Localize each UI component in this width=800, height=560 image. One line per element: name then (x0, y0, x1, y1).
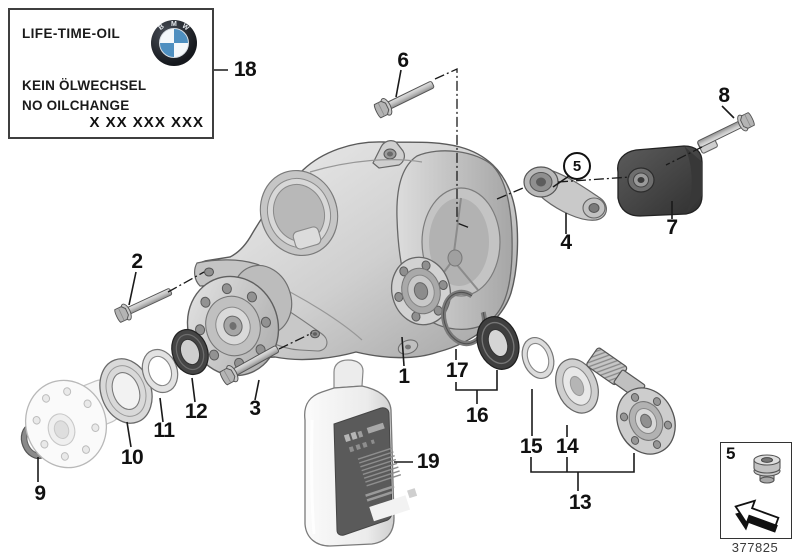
part-oil-bottle-19 (304, 359, 418, 547)
callout-6[interactable]: 6 (397, 49, 409, 72)
label-part-code: X XX XXX XXX (89, 114, 204, 131)
callout-9[interactable]: 9 (34, 482, 46, 505)
install-direction-arrow-icon (734, 499, 780, 533)
callout-17[interactable]: 17 (445, 359, 469, 382)
label-line-english: NO OILCHANGE (22, 98, 130, 113)
inset-info-box: 5 (720, 442, 792, 539)
part-ring-15 (521, 337, 555, 379)
callout-18[interactable]: 18 (233, 58, 257, 81)
part-shim-ring-11 (141, 348, 179, 394)
part-rubber-mount-7 (617, 145, 703, 217)
callout-12[interactable]: 12 (184, 400, 208, 423)
part-bolt-8 (694, 110, 757, 154)
part-bracket-4 (523, 166, 607, 221)
part-shaft-seal-16 (476, 316, 520, 370)
part-differential-housing (186, 140, 519, 377)
callout-4[interactable]: 4 (560, 231, 572, 254)
callout-7[interactable]: 7 (666, 216, 678, 239)
callout-3[interactable]: 3 (249, 397, 261, 420)
roundel-quarters (159, 28, 189, 58)
callout-2[interactable]: 2 (131, 250, 143, 273)
reference-drive-flange (24, 379, 121, 469)
axis-lines (167, 67, 703, 350)
label-line-german: KEIN ÖLWECHSEL (22, 78, 147, 93)
inset-callout-5[interactable]: 5 (726, 444, 736, 463)
logo-letter: M (171, 21, 177, 28)
callout-1[interactable]: 1 (398, 365, 410, 388)
drain-plug-icon (753, 454, 781, 484)
callout-5-circled[interactable]: 5 (563, 152, 591, 180)
oil-spec-label: LIFE-TIME-OIL KEIN ÖLWECHSEL NO OILCHANG… (8, 8, 214, 139)
callout-10[interactable]: 10 (120, 446, 144, 469)
part-bolt-6 (372, 75, 438, 121)
callout-11[interactable]: 11 (153, 419, 175, 442)
part-dust-shield-10 (99, 358, 153, 424)
part-output-flange-13 (586, 347, 676, 455)
leader-lines (37, 69, 735, 491)
label-title: LIFE-TIME-OIL (22, 26, 121, 41)
part-shaft-seal-12 (171, 328, 209, 376)
part-bolt-2 (112, 283, 175, 325)
callout-16[interactable]: 16 (465, 404, 489, 427)
part-dished-washer-14 (555, 358, 599, 414)
callout-19[interactable]: 19 (416, 450, 440, 473)
drawing-number: 377825 (731, 540, 779, 555)
callout-15[interactable]: 15 (519, 435, 543, 458)
callout-13[interactable]: 13 (568, 491, 592, 514)
bmw-roundel-icon: B M W (151, 20, 197, 66)
callout-14[interactable]: 14 (555, 435, 579, 458)
callout-8[interactable]: 8 (718, 84, 730, 107)
